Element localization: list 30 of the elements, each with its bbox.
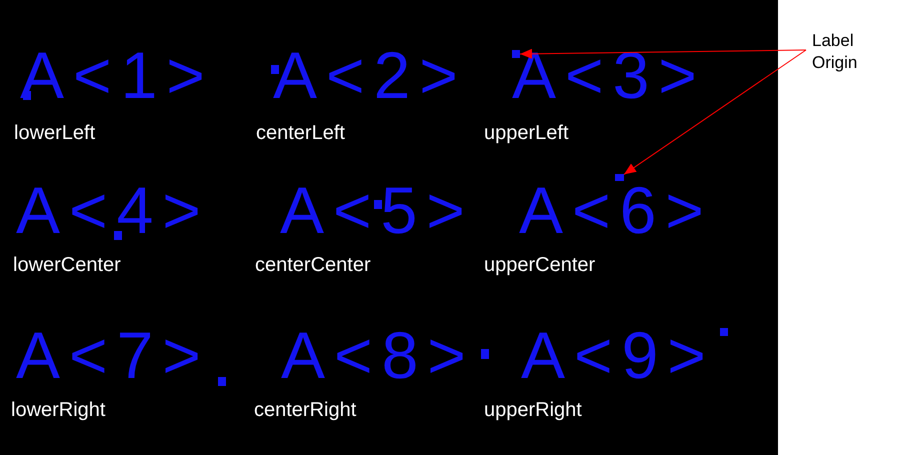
arrow <box>624 50 806 175</box>
alignment-name: lowerRight <box>11 398 106 422</box>
arrow <box>520 48 806 59</box>
sample-label: A<2> <box>273 42 467 108</box>
sample-label: A<8> <box>281 322 475 388</box>
alignment-name: upperLeft <box>484 121 569 145</box>
origin-marker <box>114 231 122 240</box>
origin-marker <box>23 91 31 100</box>
sample-label: A<7> <box>16 322 210 388</box>
sample-label: A<6> <box>519 177 713 243</box>
sample-label: A<4> <box>16 177 210 243</box>
callout-text: Label Origin <box>812 30 858 74</box>
origin-marker <box>512 50 520 58</box>
sample-label: A<3> <box>512 42 706 108</box>
sample-label: A<1> <box>20 42 214 108</box>
origin-marker <box>374 200 382 209</box>
sample-label: A<9> <box>521 322 715 388</box>
alignment-name: centerLeft <box>256 121 345 145</box>
alignment-name: upperCenter <box>484 253 596 277</box>
origin-marker <box>615 174 624 181</box>
origin-marker <box>720 328 728 336</box>
origin-marker <box>271 65 279 74</box>
alignment-name: upperRight <box>484 398 582 422</box>
alignment-name: lowerLeft <box>14 121 96 145</box>
origin-marker <box>218 377 226 386</box>
alignment-name: lowerCenter <box>13 253 121 277</box>
sample-label: A<5> <box>280 177 474 243</box>
origin-marker <box>481 349 489 359</box>
alignment-name: centerCenter <box>255 253 371 277</box>
alignment-name: centerRight <box>254 398 356 422</box>
